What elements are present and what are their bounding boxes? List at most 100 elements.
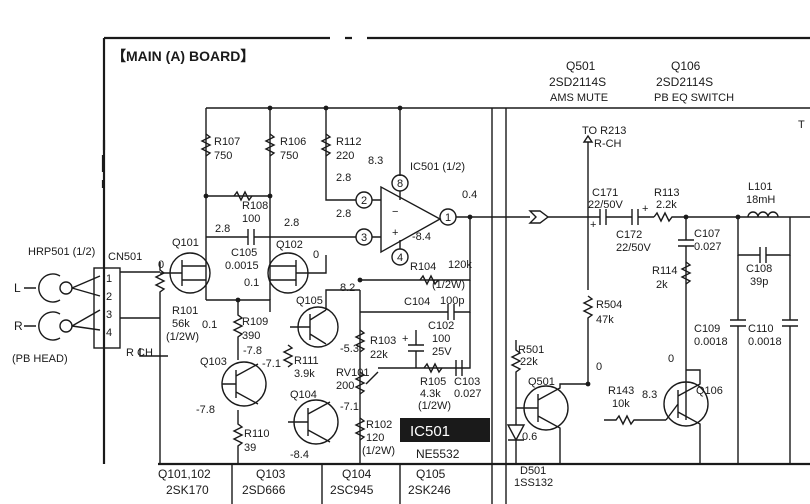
capacitor-c109: C109 0.0018 — [694, 255, 746, 464]
c104-ref: C104 — [404, 296, 430, 308]
r107-ref: R107 — [214, 136, 240, 148]
svg-text:+: + — [590, 219, 596, 231]
head-name: HRP501 (1/2) — [28, 246, 95, 258]
resistor-r102: R102 120 (1/2W) — [354, 417, 395, 457]
transistor-q106: Q106 — [663, 369, 723, 464]
r104-val: 120k — [448, 259, 472, 271]
d501-ref: D501 — [520, 465, 546, 477]
ic-box-name: IC501 — [410, 423, 450, 440]
bottom-refs-4: Q105 — [416, 467, 446, 481]
v-out: 0.4 — [462, 189, 477, 201]
c103-ref: C103 — [454, 376, 480, 388]
q106-ref: Q106 — [671, 59, 701, 73]
v-q501-c: 0 — [596, 361, 602, 373]
c107-val: 0.027 — [694, 241, 722, 253]
capacitor-c103: C103 0.027 — [454, 360, 482, 400]
r111-val: 3.9k — [294, 368, 315, 380]
r103-ref: R103 — [370, 335, 396, 347]
resistor-r113: R113 2.2k — [653, 187, 810, 223]
capacitor-c104: C104 100p — [360, 280, 471, 320]
cn-pin3: 3 — [106, 309, 112, 321]
r104-ref: R104 — [410, 261, 436, 273]
ic-wiring — [325, 176, 401, 249]
head-hrp501: HRP501 (1/2) L R (PB HEAD) — [12, 246, 101, 365]
top-rail-drops — [205, 108, 401, 300]
r114-ref: R114 — [652, 265, 677, 277]
pin-3: 3 — [361, 232, 367, 244]
capacitor-c110: C110 0.0018 — [748, 255, 798, 464]
l101-ref: L101 — [748, 181, 772, 193]
c102-ref: C102 — [428, 320, 454, 332]
v-q106-c: 0 — [668, 353, 674, 365]
v-q103-b: -7.8 — [243, 345, 262, 357]
r112-ref: R112 — [336, 136, 361, 148]
c109-val: 0.0018 — [694, 336, 728, 348]
q501-header: Q501 2SD2114S AMS MUTE — [549, 59, 608, 104]
q501-label: Q501 — [528, 376, 555, 388]
q106-role: PB EQ SWITCH — [654, 92, 734, 104]
signal-arrow-icon — [528, 210, 550, 224]
c171-val: 22/50V — [588, 199, 624, 211]
board-title: 【MAIN (A) BOARD】 — [112, 48, 254, 64]
c102-rating: 25V — [432, 346, 452, 358]
connector-cn501: CN501 1 2 3 4 R CH 0 — [93, 251, 168, 464]
capacitor-c107: C107 0.027 — [678, 217, 722, 420]
c110-val: 0.0018 — [748, 336, 782, 348]
r105-ref: R105 — [420, 376, 446, 388]
resistor-r103: R103 22k — [354, 329, 396, 361]
v-q101-g: 2.8 — [215, 223, 230, 235]
q501-role: AMS MUTE — [550, 92, 608, 104]
r103-val: 22k — [370, 349, 388, 361]
q103-ref: Q103 — [200, 356, 227, 368]
r107-val: 750 — [214, 150, 232, 162]
pin-1: 1 — [445, 212, 451, 224]
inductor-l101: L101 18mH — [746, 181, 779, 218]
bottom-refs-1: Q101,102 — [158, 467, 211, 481]
v-q103-e: -7.8 — [196, 404, 215, 416]
transistor-q105: Q105 — [290, 289, 360, 348]
transistor-q501: Q501 — [516, 376, 588, 464]
bottom-refs-3: Q104 — [342, 467, 372, 481]
svg-text:+: + — [392, 227, 398, 239]
cn-rch: R CH — [126, 347, 153, 359]
r102-ref: R102 — [366, 419, 392, 431]
capacitor-c102: + C102 100 25V — [402, 320, 454, 368]
v-q104-b: -7.1 — [340, 401, 359, 413]
head-r: R — [14, 319, 23, 333]
resistor-r112: R112 220 — [320, 133, 361, 162]
l101-val: 18mH — [746, 194, 775, 206]
capacitor-c105: C105 0.0015 — [206, 229, 356, 272]
cn-pin2: 2 — [106, 291, 112, 303]
bottom-part-4: 2SK246 — [408, 483, 451, 497]
v-q-s: 0.1 — [244, 277, 259, 289]
v-q105-e: 8.2 — [340, 282, 355, 294]
r108-val: 100 — [242, 213, 260, 225]
v-pin8: 8.3 — [368, 155, 383, 167]
resistor-r111: R111 3.9k — [282, 344, 319, 380]
transistor-q104: Q104 — [288, 389, 339, 445]
resistor-r110: R110 39 — [232, 410, 269, 464]
v-cn-in: 0 — [158, 259, 164, 271]
r102-rating: (1/2W) — [362, 445, 395, 457]
c102-val: 100 — [432, 333, 450, 345]
q106-label: Q106 — [696, 385, 723, 397]
potentiometer-rv101: RV101 200 — [336, 367, 379, 395]
svg-text:−: − — [392, 206, 398, 218]
r143-val: 10k — [612, 398, 630, 410]
resistor-r104: R104 120k (1/2W) — [360, 217, 472, 291]
resistor-r114: R114 2k — [652, 261, 692, 291]
r102-val: 120 — [366, 432, 384, 444]
ic-box-part: NE5532 — [416, 447, 460, 461]
capacitor-c171: C171 22/50V + — [588, 187, 624, 231]
bottom-part-2: 2SD666 — [242, 483, 286, 497]
q102-ref: Q102 — [276, 239, 303, 251]
resistor-r107: R107 750 — [200, 133, 240, 162]
cn-pin4: 4 — [106, 327, 112, 339]
r504-val: 47k — [596, 314, 614, 326]
v-pin4: -8.4 — [412, 231, 431, 243]
to-r213: TO R213 — [582, 125, 626, 137]
v-q106-b: 8.3 — [642, 389, 657, 401]
bottom-dividers — [231, 464, 401, 504]
bottom-part-1: 2SK170 — [166, 483, 209, 497]
